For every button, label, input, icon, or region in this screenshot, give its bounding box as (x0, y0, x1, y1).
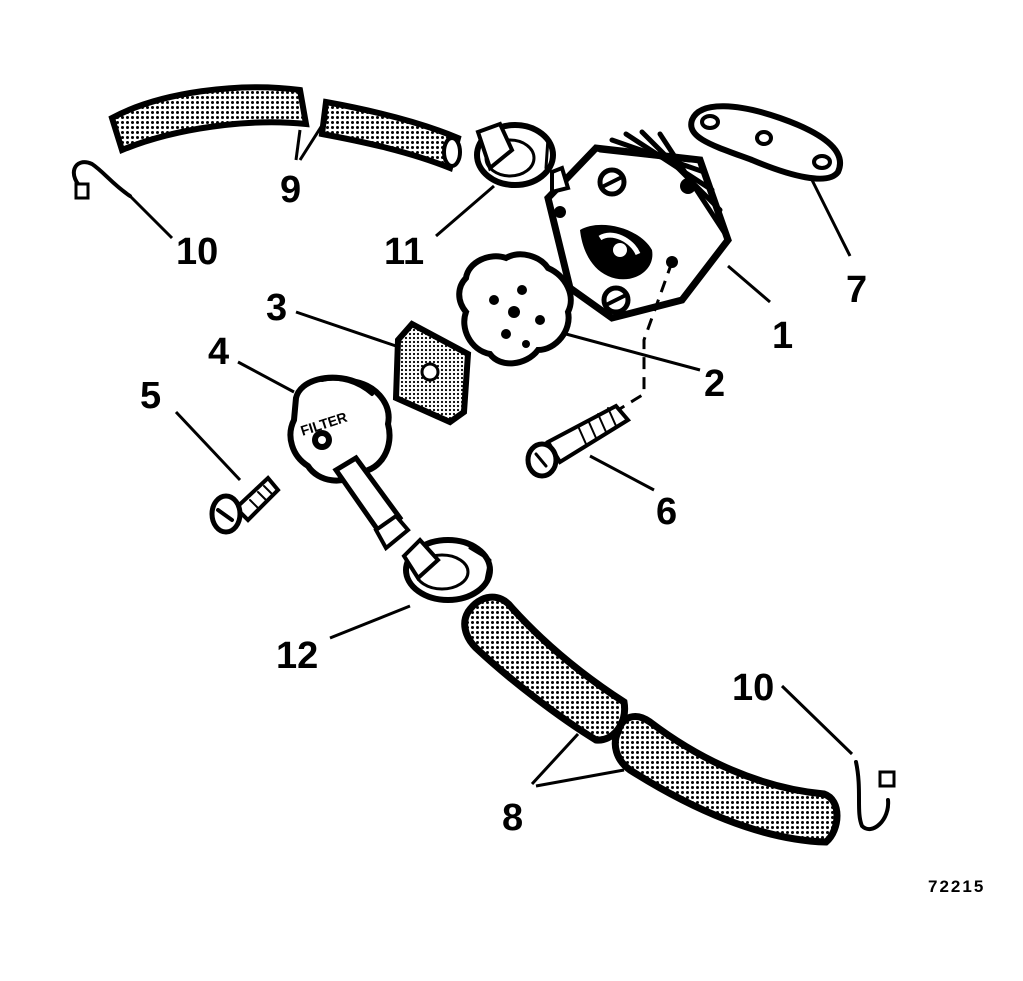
callout-12: 12 (276, 635, 318, 677)
leader-lines (128, 115, 854, 788)
callout-7: 7 (846, 269, 867, 311)
callout-1: 1 (772, 315, 793, 357)
part-9-upper-hose (108, 84, 462, 173)
callout-10-upper: 10 (176, 231, 218, 273)
leader-9a (294, 129, 302, 161)
part-10-hose-clip-lower (854, 760, 896, 831)
leader-8b (535, 768, 625, 788)
callout-numbers: 1 2 3 4 5 6 7 8 9 10 10 11 12 (140, 169, 867, 839)
leader-8a (530, 732, 580, 786)
leader-11 (435, 184, 495, 238)
figure-number: 72215 (928, 877, 985, 896)
leader-7 (810, 179, 852, 257)
part-2-diaphragm (456, 251, 574, 367)
callout-6: 6 (656, 491, 677, 533)
callout-10-lower: 10 (732, 667, 774, 709)
leader-1 (727, 264, 771, 304)
callout-4: 4 (208, 331, 229, 373)
callout-3: 3 (266, 287, 287, 329)
callout-5: 5 (140, 375, 161, 417)
part-8-lower-hose (461, 593, 841, 846)
callout-11: 11 (384, 231, 424, 273)
callout-8: 8 (502, 797, 523, 839)
leader-2 (565, 332, 701, 372)
leader-12 (329, 604, 411, 640)
leader-4 (237, 360, 295, 394)
callout-2: 2 (704, 363, 725, 405)
leader-3 (295, 310, 397, 348)
part-4-filter-cover: FILTER (287, 374, 411, 552)
leader-5 (174, 410, 242, 482)
leader-9b (298, 115, 330, 161)
part-3-filter-screen (392, 320, 472, 426)
leader-10a (128, 194, 174, 240)
leader-6 (589, 454, 655, 492)
leader-10b (780, 684, 854, 756)
part-10-hose-clip-upper (72, 160, 132, 200)
alignment-dashed-line (617, 261, 674, 412)
part-5-cover-screw (209, 475, 281, 535)
part-11-hose-clamp (474, 121, 556, 188)
part-7-gasket (688, 103, 843, 182)
callout-9: 9 (280, 169, 301, 211)
part-12-hose-clamp (401, 537, 493, 603)
part-6-screw (525, 403, 632, 479)
part-1-fuel-pump-body (544, 129, 732, 322)
